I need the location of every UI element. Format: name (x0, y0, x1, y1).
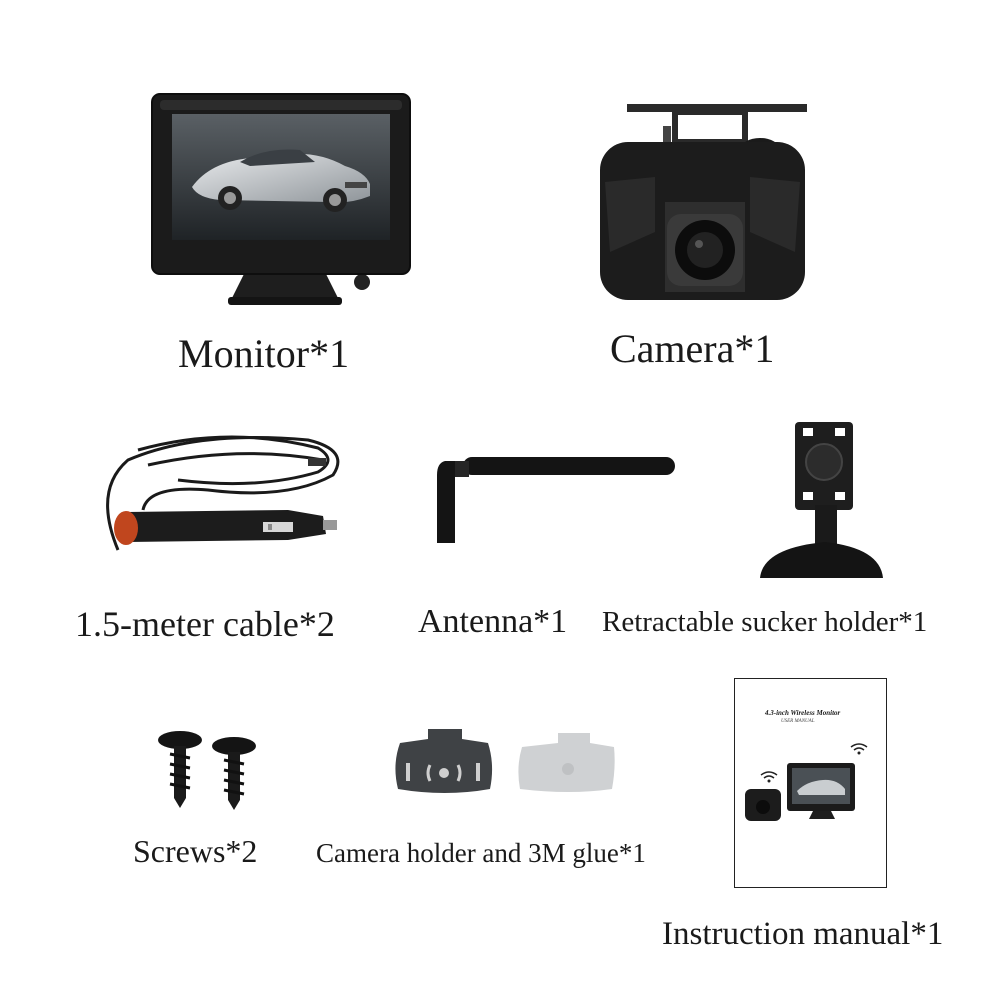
manual-cover-title: 4.3-inch Wireless Monitor (765, 709, 841, 717)
wifi-icon (850, 743, 868, 755)
antenna-image (433, 455, 678, 547)
camera-holder-label: Camera holder and 3M glue*1 (316, 838, 646, 868)
screw-1 (158, 731, 202, 808)
wifi-icon (760, 771, 778, 783)
screws-image (152, 728, 262, 810)
monitor-image (150, 92, 415, 312)
screw-2 (212, 737, 256, 810)
monitor-label: Monitor*1 (178, 331, 350, 376)
instruction-manual-image: 4.3-inch Wireless Monitor USER MANUAL (734, 678, 887, 888)
camera-holder-image (390, 725, 615, 797)
cable-image (88, 430, 350, 565)
sucker-holder-image (755, 420, 885, 582)
sucker-holder-label: Retractable sucker holder*1 (602, 606, 928, 638)
antenna-label: Antenna*1 (418, 603, 568, 640)
manual-cover-subtitle: USER MANUAL (781, 719, 815, 724)
instruction-manual-label: Instruction manual*1 (662, 916, 944, 952)
screws-label: Screws*2 (133, 833, 258, 869)
camera-label: Camera*1 (610, 326, 775, 371)
cable-label: 1.5-meter cable*2 (75, 604, 335, 644)
camera-image (595, 102, 810, 302)
